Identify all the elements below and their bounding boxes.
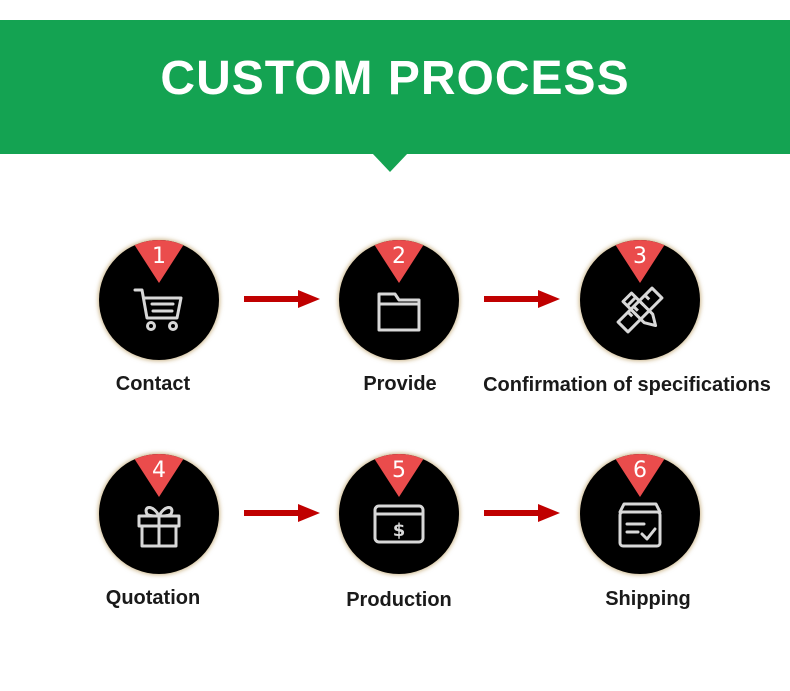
step-number: 2 <box>392 244 406 269</box>
arrow-right-icon <box>244 504 320 522</box>
step-badge <box>370 240 428 283</box>
step-label: Production <box>346 589 452 611</box>
arrow-right-icon <box>484 504 560 522</box>
step-badge <box>130 240 188 283</box>
page-title: CUSTOM PROCESS <box>160 52 630 105</box>
step-number: 5 <box>392 458 406 483</box>
step-label: Contact <box>115 373 191 395</box>
shopping-cart-icon <box>133 288 183 331</box>
pencil-ruler-icon <box>616 286 664 334</box>
step-label: Quotation <box>105 587 201 609</box>
step-badge <box>130 454 188 497</box>
arrow-right-icon <box>484 290 560 308</box>
step-label: Confirmation of specifications <box>483 374 771 396</box>
step-2: 2 <box>339 240 459 360</box>
step-5: 5 $ <box>339 454 459 574</box>
step-badge <box>611 454 669 497</box>
step-number: 1 <box>152 244 166 269</box>
banner-pointer <box>372 153 408 172</box>
arrow-right-icon <box>244 290 320 308</box>
step-label: Provide <box>363 373 437 395</box>
gift-icon <box>137 506 181 548</box>
step-badge <box>611 240 669 283</box>
payment-window-icon: $ <box>373 504 425 544</box>
step-number: 6 <box>633 458 647 483</box>
header-banner <box>0 20 790 154</box>
step-4: 4 <box>99 454 219 574</box>
package-box-icon <box>618 502 662 548</box>
folder-icon <box>377 292 421 332</box>
step-badge <box>370 454 428 497</box>
step-number: 3 <box>633 244 647 269</box>
step-3: 3 <box>580 240 700 360</box>
step-1: 1 <box>99 240 219 360</box>
step-6: 6 <box>580 454 700 574</box>
step-number: 4 <box>152 458 166 483</box>
svg-text:$: $ <box>393 520 406 541</box>
step-label: Shipping <box>605 588 691 610</box>
